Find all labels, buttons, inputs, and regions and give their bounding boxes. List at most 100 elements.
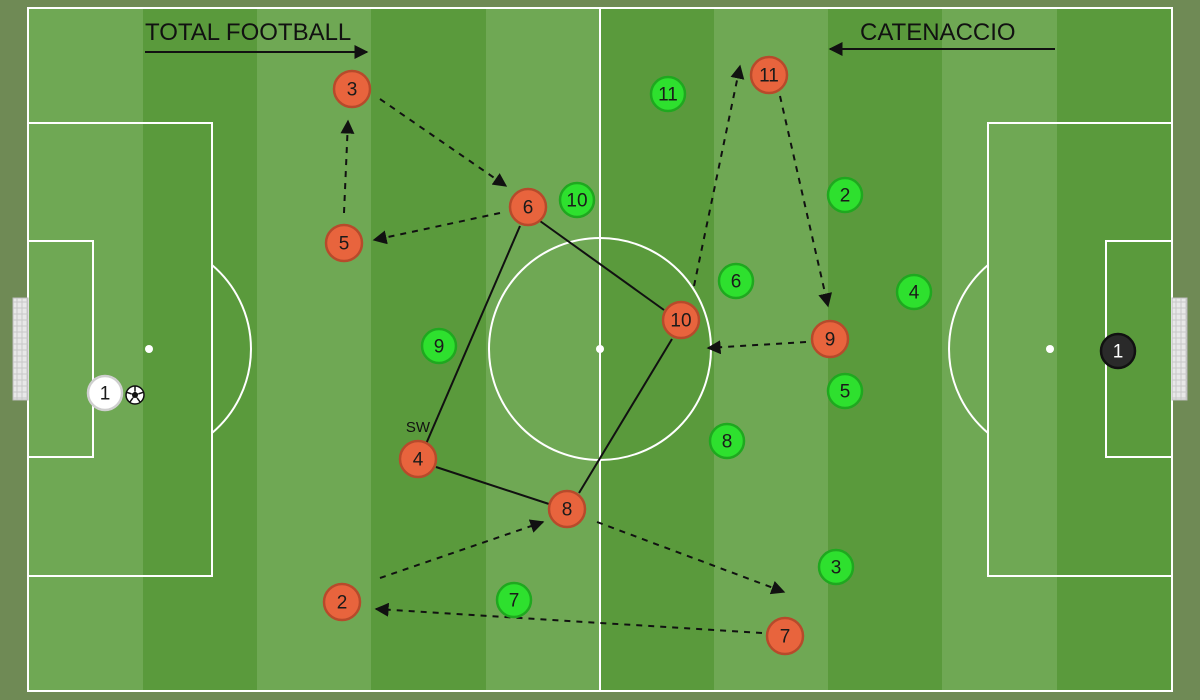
player-marker — [826, 176, 864, 214]
player-marker — [332, 69, 372, 109]
green-player-9[interactable]: 9 — [420, 327, 458, 365]
player-number: 5 — [339, 234, 350, 255]
player-marker — [420, 327, 458, 365]
green-player-10[interactable]: 10 — [558, 181, 596, 219]
right-goal — [1171, 297, 1188, 401]
green-player-7[interactable]: 7 — [495, 581, 533, 619]
orange-player-3[interactable]: 3 — [332, 69, 372, 109]
movement-lines — [340, 64, 833, 634]
player-marker — [495, 581, 533, 619]
orange-player-6[interactable]: 6 — [508, 187, 548, 227]
player-marker — [649, 75, 687, 113]
run-7-to-2 — [374, 602, 763, 634]
player-marker — [398, 439, 438, 479]
player-marker — [717, 262, 755, 300]
player-marker — [558, 181, 596, 219]
player-marker — [749, 55, 789, 95]
green-player-11[interactable]: 11 — [649, 75, 687, 113]
player-number: 5 — [840, 382, 851, 403]
player-marker — [324, 223, 364, 263]
player-number: 11 — [759, 66, 779, 87]
green-player-8[interactable]: 8 — [708, 422, 746, 460]
run-6-to-5 — [372, 212, 501, 245]
player-number: 8 — [722, 432, 733, 453]
player-marker — [826, 372, 864, 410]
player-number: 6 — [523, 198, 534, 219]
player-number: 11 — [658, 85, 678, 106]
player-number: 9 — [434, 337, 445, 358]
player-number: 2 — [337, 593, 348, 614]
green-player-5[interactable]: 5 — [826, 372, 864, 410]
run-3-to-6 — [379, 98, 508, 187]
catenaccio-header: CATENACCIO — [828, 19, 1055, 56]
player-marker — [322, 582, 362, 622]
grass-stripe — [486, 8, 600, 691]
player-number: 7 — [509, 591, 520, 612]
link-4-to-8 — [435, 466, 550, 505]
green-goalkeeper-1[interactable]: 1 — [1099, 332, 1137, 370]
green-player-3[interactable]: 3 — [817, 548, 855, 586]
green-player-2[interactable]: 2 — [826, 176, 864, 214]
player-number: 4 — [413, 450, 424, 471]
left-goal — [12, 297, 29, 401]
run-9-to-10 — [706, 340, 807, 355]
player-marker — [1099, 332, 1137, 370]
player-number: 4 — [909, 283, 920, 304]
orange-player-2[interactable]: 2 — [322, 582, 362, 622]
player-marker — [895, 273, 933, 311]
player-marker — [810, 319, 850, 359]
player-number: 3 — [831, 558, 842, 579]
pitch-spots — [145, 345, 1054, 353]
orange-player-9[interactable]: 9 — [810, 319, 850, 359]
orange-player-4[interactable]: 4 — [398, 439, 438, 479]
grass-stripe — [28, 8, 143, 691]
player-number: 6 — [731, 272, 742, 293]
run-5-to-3 — [340, 119, 355, 214]
player-marker — [765, 616, 805, 656]
right-penalty-arc — [948, 264, 989, 434]
orange-player-7[interactable]: 7 — [765, 616, 805, 656]
orange-player-11[interactable]: 11 — [749, 55, 789, 95]
player-marker — [547, 489, 587, 529]
left-penalty-arc — [211, 264, 252, 434]
grass-stripe — [143, 8, 257, 691]
sweeper-tag: SW — [406, 419, 431, 436]
player-number: 10 — [670, 311, 691, 332]
grass-stripe — [942, 8, 1057, 691]
grass-stripe — [600, 8, 714, 691]
run-8-to-7 — [596, 521, 786, 595]
grass-stripe — [714, 8, 828, 691]
player-number: 8 — [562, 500, 573, 521]
green-player-4[interactable]: 4 — [895, 273, 933, 311]
player-number: 1 — [100, 384, 111, 405]
green-player-6[interactable]: 6 — [717, 262, 755, 300]
soccer-ball-icon[interactable] — [125, 385, 145, 405]
link-6-to-10 — [539, 220, 665, 311]
player-marker — [708, 422, 746, 460]
player-number: 3 — [347, 80, 358, 101]
player-number: 9 — [825, 330, 836, 351]
right-penalty-spot — [1046, 345, 1054, 353]
centre-spot — [596, 345, 604, 353]
orange-goalkeeper-1[interactable]: 1 — [86, 374, 124, 412]
total-football-title: TOTAL FOOTBALL — [145, 19, 351, 46]
run-2-to-8 — [379, 519, 545, 579]
orange-player-5[interactable]: 5 — [324, 223, 364, 263]
player-number: 10 — [566, 191, 587, 212]
player-marker — [508, 187, 548, 227]
run-10-to-11 — [693, 64, 745, 287]
player-number: 1 — [1113, 342, 1124, 363]
player-number: 7 — [780, 627, 791, 648]
total-football-header: TOTAL FOOTBALL — [145, 19, 369, 59]
left-penalty-spot — [145, 345, 153, 353]
orange-player-10[interactable]: 10 — [661, 300, 701, 340]
player-marker — [661, 300, 701, 340]
link-8-to-10 — [578, 338, 673, 494]
player-number: 2 — [840, 186, 851, 207]
player-marker — [817, 548, 855, 586]
orange-player-8[interactable]: 8 — [547, 489, 587, 529]
link-6-to-4 — [425, 225, 521, 445]
